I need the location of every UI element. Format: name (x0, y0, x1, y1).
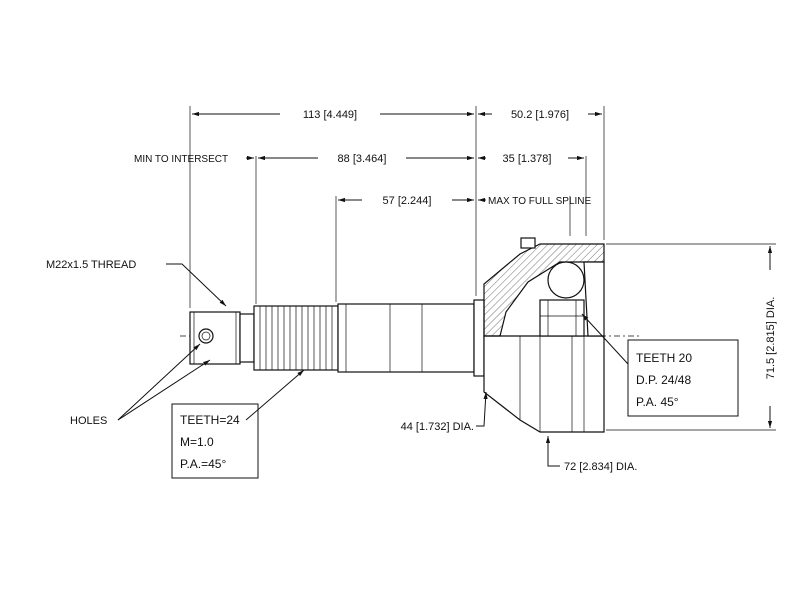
label-thread: M22x1.5 THREAD (46, 259, 136, 271)
outer-spline-teeth: TEETH=24 (180, 413, 240, 427)
housing-body (483, 335, 605, 433)
shaft-body (337, 303, 475, 373)
outer-spline-note: TEETH=24 M=1.0 P.A.=45° (171, 403, 259, 479)
joint-ball (547, 261, 585, 299)
dim-housing-dia: 71.5 [2.815] DIA. (765, 297, 777, 380)
dim-cup-dia: 72 [2.834] DIA. (564, 461, 637, 473)
spline-lines (259, 306, 333, 370)
label-max-to-full-spline: MAX TO FULL SPLINE (488, 196, 592, 207)
dim-spline-to-housing: 35 [1.378] (503, 153, 552, 165)
outer-spline-module: M=1.0 (180, 435, 214, 449)
threaded-end (189, 311, 241, 365)
dim-housing-length: 50.2 [1.976] (511, 109, 569, 121)
inner-spline-diametral-pitch: D.P. 24/48 (636, 373, 691, 387)
thread-hole (198, 328, 214, 344)
inner-spline-teeth: TEETH 20 (636, 351, 692, 365)
label-holes: HOLES (70, 415, 107, 427)
dim-shaft-dia: 44 [1.732] DIA. (401, 421, 474, 433)
outer-spline-pressure-angle: P.A.=45° (180, 457, 226, 471)
dim-overall-length: 113 [4.449] (303, 109, 357, 121)
inner-spline-note: TEETH 20 D.P. 24/48 P.A. 45° (627, 339, 739, 417)
dimension-lines (117, 111, 773, 467)
dim-full-spline-length: 57 [2.244] (383, 195, 432, 207)
dim-intersect-length: 88 [3.464] (338, 153, 387, 165)
label-min-to-intersect: MIN TO INTERSECT (134, 154, 228, 165)
extension-lines (189, 106, 776, 431)
cv-joint-part (189, 237, 605, 433)
inner-spline-pressure-angle: P.A. 45° (636, 395, 679, 409)
